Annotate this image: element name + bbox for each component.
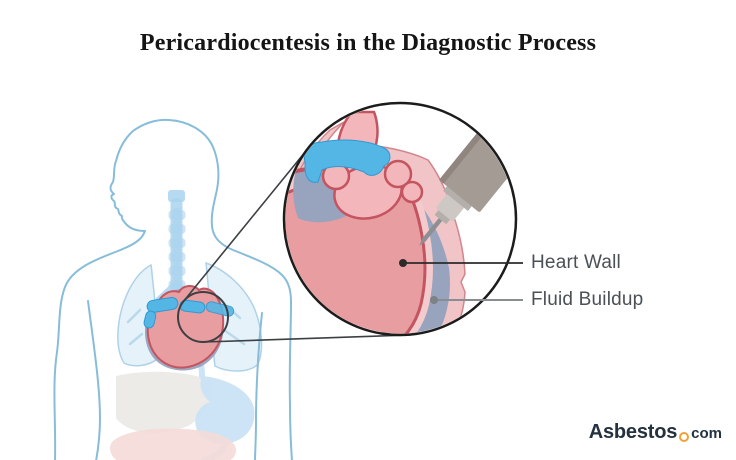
page-title: Pericardiocentesis in the Diagnostic Pro… <box>139 30 597 56</box>
pulmonary-artery <box>303 139 391 183</box>
needle-collar <box>443 184 473 211</box>
fluid-buildup-leader <box>430 296 523 304</box>
asbestos-logo[interactable]: Asbestos com <box>589 421 722 444</box>
needle-hub-step <box>434 208 452 225</box>
body-outline-figure <box>53 118 293 460</box>
stomach <box>195 376 255 444</box>
intestines <box>110 428 236 460</box>
heart-wall-leader <box>399 259 523 267</box>
left-arm-seam <box>87 300 101 460</box>
atria <box>321 159 424 220</box>
fluid-buildup-band <box>396 203 450 334</box>
fluid-buildup-label: Fluid Buildup <box>531 289 644 310</box>
liver <box>116 371 213 433</box>
logo-tld-text: com <box>691 425 722 442</box>
heart-wall-label: Heart Wall <box>531 252 621 273</box>
magnified-view-circle <box>282 101 518 337</box>
logo-dot-icon <box>679 432 690 442</box>
logo-brand-text: Asbestos <box>588 421 678 443</box>
heart-vessels <box>143 296 235 329</box>
body-silhouette <box>53 118 293 460</box>
right-arm-seam <box>254 312 263 460</box>
magnifier-source-circle <box>177 291 229 343</box>
magnifier-cone-lines <box>182 145 411 343</box>
